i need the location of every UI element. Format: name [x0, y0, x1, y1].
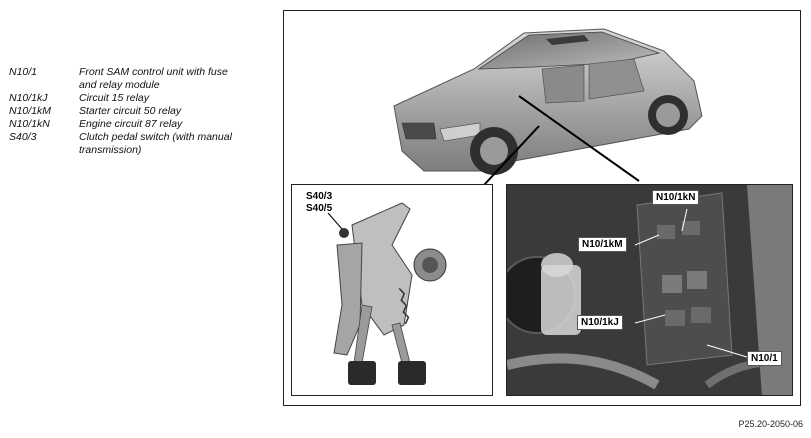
engine-bay-illustration — [507, 185, 792, 395]
pedal-assembly-illustration — [327, 202, 447, 385]
callout-n10-1kj: N10/1kJ — [577, 315, 623, 330]
legend-description: Front SAM control unit with fuse and rel… — [79, 66, 228, 91]
callout-n10-1: N10/1 — [747, 351, 782, 366]
legend-description: Circuit 15 relay — [79, 92, 150, 104]
legend-code: N10/1 — [9, 66, 38, 78]
legend-row: N10/1kJ Circuit 15 relay — [9, 92, 239, 105]
legend-row: N10/1kN Engine circuit 87 relay — [9, 118, 239, 131]
legend-code: N10/1kJ — [9, 92, 48, 104]
callout-n10-1km: N10/1kM — [578, 237, 627, 252]
legend-row: N10/1 Front SAM control unit with fuse a… — [9, 66, 239, 92]
legend-description: Clutch pedal switch (with manual transmi… — [79, 131, 232, 156]
legend-description: Engine circuit 87 relay — [79, 118, 183, 130]
legend-row: S40/3 Clutch pedal switch (with manual t… — [9, 131, 239, 157]
legend-code: N10/1kM — [9, 105, 52, 117]
legend-code: S40/3 — [9, 131, 37, 143]
car-illustration — [393, 28, 703, 186]
figure-reference: P25.20-2050-06 — [738, 419, 803, 429]
callout-n10-1kn: N10/1kN — [652, 190, 700, 205]
legend-code: N10/1kN — [9, 118, 50, 130]
legend-row: N10/1kM Starter circuit 50 relay — [9, 105, 239, 118]
legend: N10/1 Front SAM control unit with fuse a… — [9, 66, 239, 157]
engine-bay-inset: N10/1kN N10/1kM N10/1kJ N10/1 — [506, 184, 793, 396]
pedal-assembly-inset: S40/3 S40/5 — [291, 184, 493, 396]
legend-description: Starter circuit 50 relay — [79, 105, 182, 117]
callout-s40-5: S40/5 — [306, 203, 333, 214]
callout-s40-3: S40/3 — [306, 191, 333, 202]
